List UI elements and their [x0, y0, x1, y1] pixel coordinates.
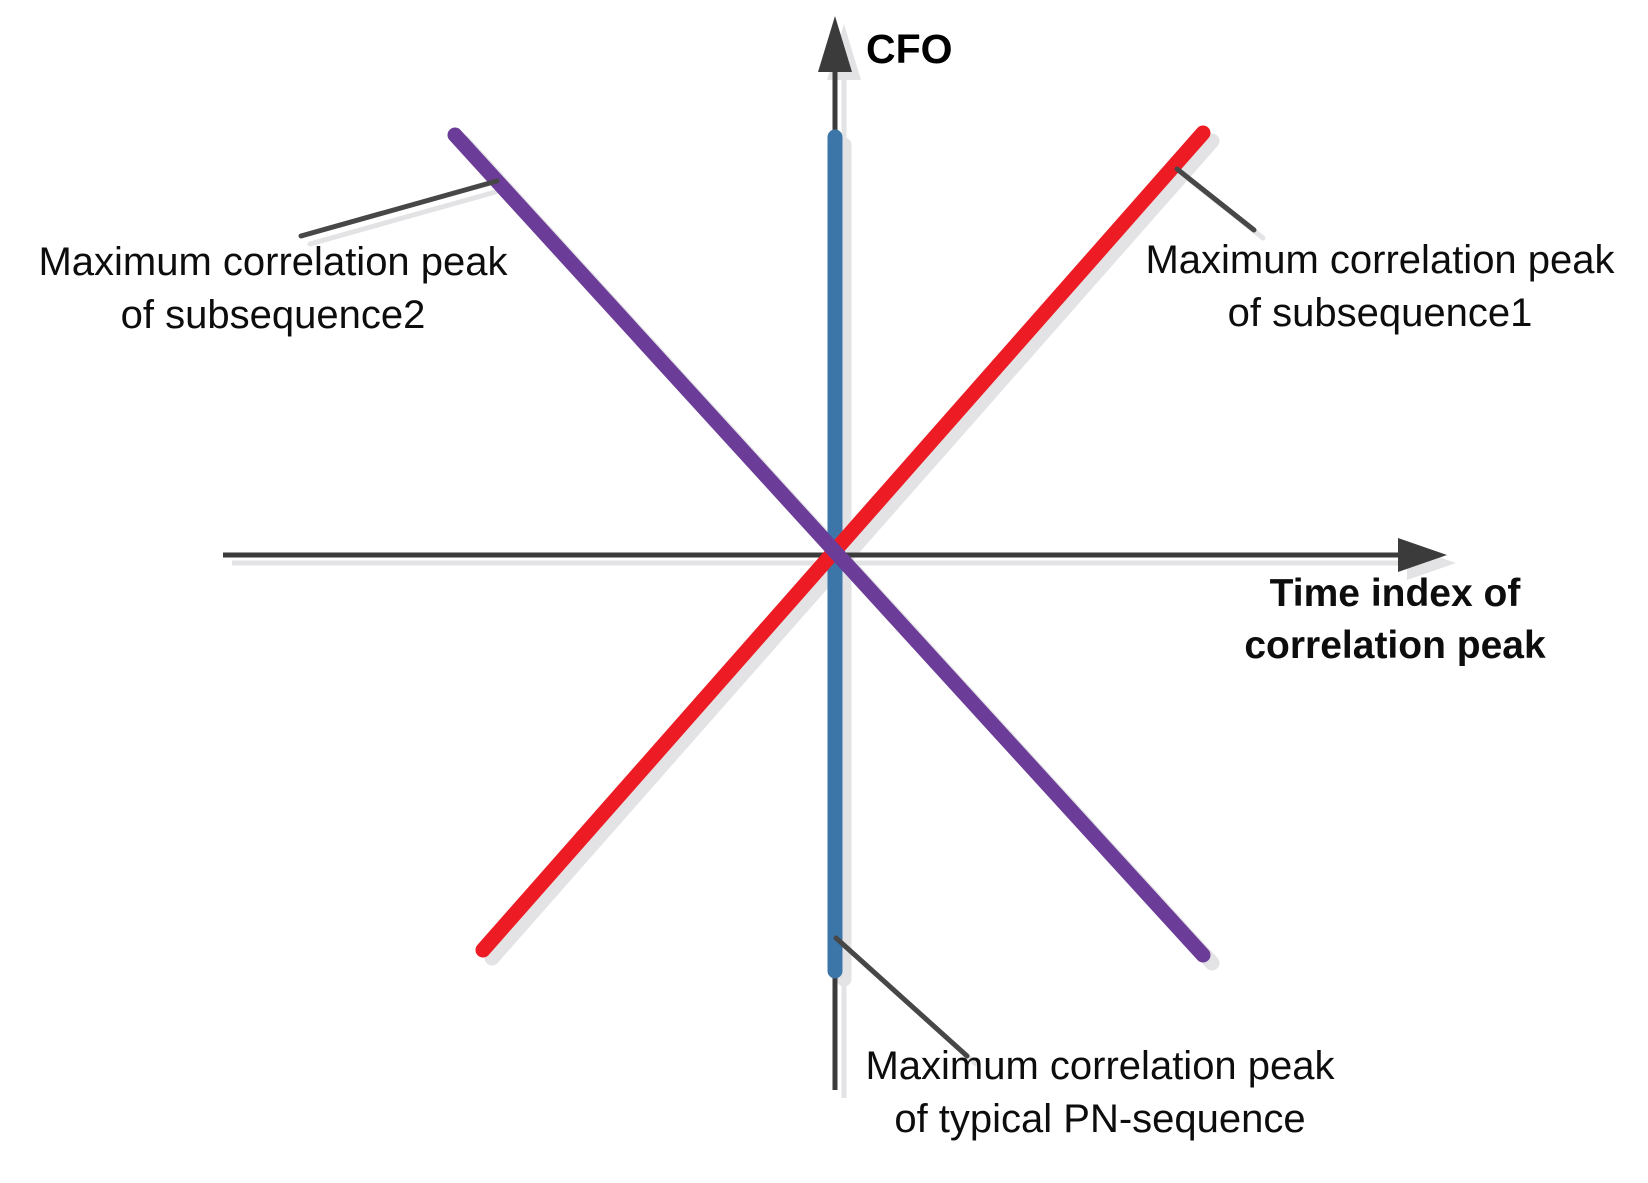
left-leader-shadow [307, 186, 509, 247]
subsequence2-line [447, 127, 1211, 963]
y-axis-arrowhead [818, 16, 852, 72]
left-annotation-leader [298, 178, 500, 239]
x-axis-title: Time index of correlation peak [1195, 568, 1595, 672]
bottom-annotation-leader [833, 935, 970, 1059]
annotation-subsequence2: Maximum correlation peak of subsequence2 [23, 236, 523, 342]
annotation-subsequence1-line1: Maximum correlation peak [1145, 238, 1615, 282]
annotation-pn-sequence: Maximum correlation peak of typical PN-s… [850, 1040, 1350, 1146]
annotation-pn-sequence-line2: of typical PN-sequence [894, 1097, 1306, 1141]
y-axis-title: CFO [866, 26, 953, 72]
annotation-subsequence2-line1: Maximum correlation peak [38, 240, 508, 284]
right-annotation-leader [1174, 166, 1257, 233]
x-axis-title-line2: correlation peak [1244, 624, 1546, 667]
subsequence1-line [475, 125, 1211, 958]
annotation-subsequence1-line2: of subsequence1 [1227, 291, 1533, 335]
annotation-subsequence1: Maximum correlation peak of subsequence1 [1130, 234, 1630, 340]
red-line-shadow [484, 133, 1220, 966]
x-axis-title-line1: Time index of [1269, 572, 1521, 615]
annotation-subsequence2-line2: of subsequence2 [120, 293, 426, 337]
annotation-pn-sequence-line1: Maximum correlation peak [865, 1044, 1335, 1088]
x-axis-arrowhead [1398, 538, 1447, 572]
